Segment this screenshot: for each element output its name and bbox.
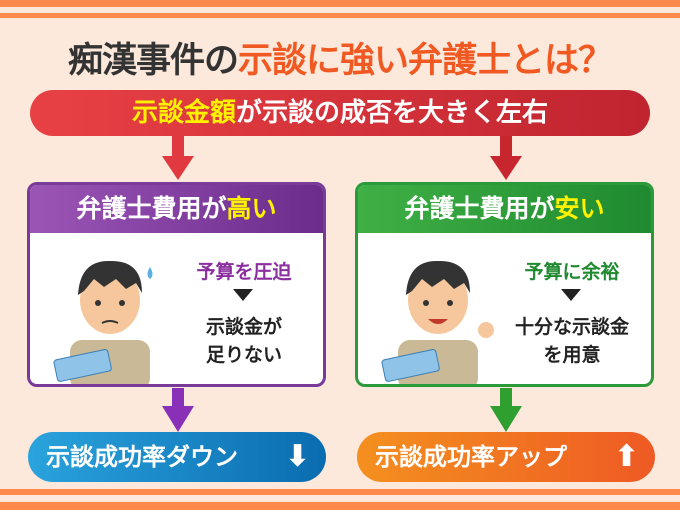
down-triangle-icon: [233, 289, 253, 301]
down-arrow-icon: [162, 136, 194, 180]
cheap-fee-card: 弁護士費用が安い 予算に余裕 十分な示談金を用意: [355, 182, 654, 387]
point-text: 予算に余裕: [524, 261, 620, 283]
banner: 示談金額が示談の成否を大きく左右: [30, 90, 650, 136]
page-title: 痴漢事件の示談に強い弁護士とは？: [0, 32, 680, 83]
confident-man-illustration: [381, 260, 494, 384]
point-text: 予算を圧迫: [196, 261, 292, 283]
title-part1: 痴漢事件の: [67, 41, 239, 81]
success-rate-down-badge: 示談成功率ダウン⬇: [28, 432, 326, 482]
banner-text: が示談の成否を大きく左右: [236, 98, 549, 128]
title-highlight: 示談に強い弁護士とは？: [238, 41, 613, 81]
expensive-fee-card: 弁護士費用が高い 予算を圧迫 示談金が足りない: [27, 182, 326, 387]
arrow-down-icon: ⬇: [284, 439, 310, 474]
bottom-stripe-thin: [0, 489, 680, 495]
success-rate-up-badge: 示談成功率アップ⬆: [357, 432, 655, 482]
down-arrow-icon: [162, 388, 194, 432]
arrow-up-icon: ⬆: [613, 439, 639, 474]
banner-highlight: 示談金額: [131, 98, 236, 128]
card-header: 弁護士費用が安い: [358, 185, 651, 233]
card-header: 弁護士費用が高い: [30, 185, 323, 233]
worried-man-illustration: [53, 260, 153, 384]
top-stripe: [0, 0, 680, 7]
result-text: 示談金が足りない: [205, 316, 282, 366]
result-text: 十分な示談金を用意: [514, 316, 629, 366]
down-arrow-icon: [490, 388, 522, 432]
down-arrow-icon: [490, 136, 522, 180]
down-triangle-icon: [561, 289, 581, 301]
top-stripe-thin: [0, 13, 680, 18]
bottom-stripe: [0, 502, 680, 510]
